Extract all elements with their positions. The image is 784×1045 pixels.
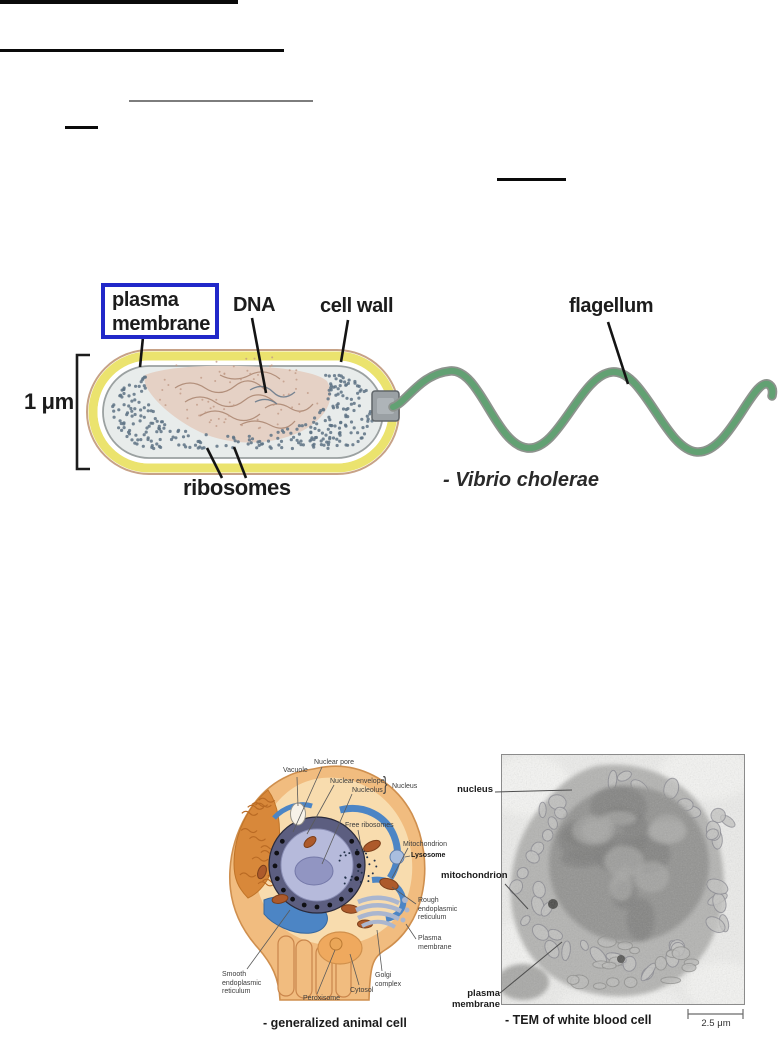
tem-label-plasma-membrane: plasma membrane: [451, 988, 500, 1010]
animal-cell-art: [229, 765, 426, 1001]
top-rule-4: [65, 126, 98, 129]
label-nucleolus: Nucleolus: [352, 787, 383, 794]
label-free-ribosomes: Free ribosomes: [345, 822, 394, 829]
top-rule-2: [0, 49, 284, 52]
nucleus-brace: }: [382, 774, 388, 795]
top-rule-3: [129, 100, 313, 102]
label-rough-er: Rough endoplasmic reticulum: [418, 897, 458, 921]
top-rule-5: [497, 178, 566, 181]
scale-bracket: [75, 353, 90, 471]
nucleus-art: [268, 816, 366, 914]
label-mitochondrion: Mitochondrion: [403, 841, 447, 848]
label-peroxisome: Peroxisome: [303, 995, 340, 1002]
tem-micrograph: [501, 754, 745, 1005]
label-dna: DNA: [233, 294, 276, 316]
bottom-folds: [277, 935, 352, 1000]
ribosome-dots: [111, 373, 374, 451]
label-plasma-membrane: plasma membrane: [112, 289, 210, 335]
label-nuclear-envelope: Nuclear envelope: [330, 778, 385, 785]
peroxisome-art: [329, 937, 343, 951]
label-cytosol: Cytosol: [350, 987, 374, 994]
label-golgi-complex: Golgi complex: [375, 972, 402, 988]
golgi-art: [355, 895, 410, 929]
label-vacuole: Vacuole: [283, 767, 308, 774]
label-nucleus: Nucleus: [392, 783, 418, 790]
plasma-membrane-highlight-box: plasma membrane: [101, 283, 219, 339]
label-smooth-er: Smooth endoplasmic reticulum: [222, 971, 262, 995]
free-ribosome-dots: [338, 848, 378, 885]
top-rule-1: [0, 0, 238, 4]
mitochondria: [257, 836, 399, 929]
label-nuclear-pore: Nuclear pore: [314, 759, 355, 766]
label-flagellum: flagellum: [569, 295, 654, 317]
leader-lines: [138, 317, 630, 479]
flagellum-wave: [388, 366, 778, 457]
lysosome-art: [389, 849, 405, 865]
animal-cell-caption: - generalized animal cell: [263, 1016, 407, 1030]
label-scale-1um: 1 μm: [24, 389, 74, 414]
prokaryote-cell-art: [75, 317, 778, 479]
label-species-vibrio-cholerae: - Vibrio cholerae: [443, 469, 599, 491]
tem-caption: - TEM of white blood cell: [505, 1013, 652, 1027]
label-ribosomes: ribosomes: [183, 475, 291, 500]
label-lysosome: Lysosome: [411, 852, 446, 859]
tem-label-mitochondrion: mitochondrion: [441, 870, 508, 881]
animal-cell-figure: Vacuole Nuclear pore Nuclear envelope Nu…: [222, 752, 502, 1045]
tem-label-nucleus: nucleus: [457, 784, 493, 795]
nucleoid-region: [144, 356, 331, 443]
animal-cell-leader-lines: [246, 766, 417, 995]
tem-scale-value: 2.5 μm: [701, 1018, 731, 1029]
label-plasma-membrane-animal: Plasma membrane: [418, 935, 452, 951]
label-cell-wall: cell wall: [320, 295, 394, 317]
